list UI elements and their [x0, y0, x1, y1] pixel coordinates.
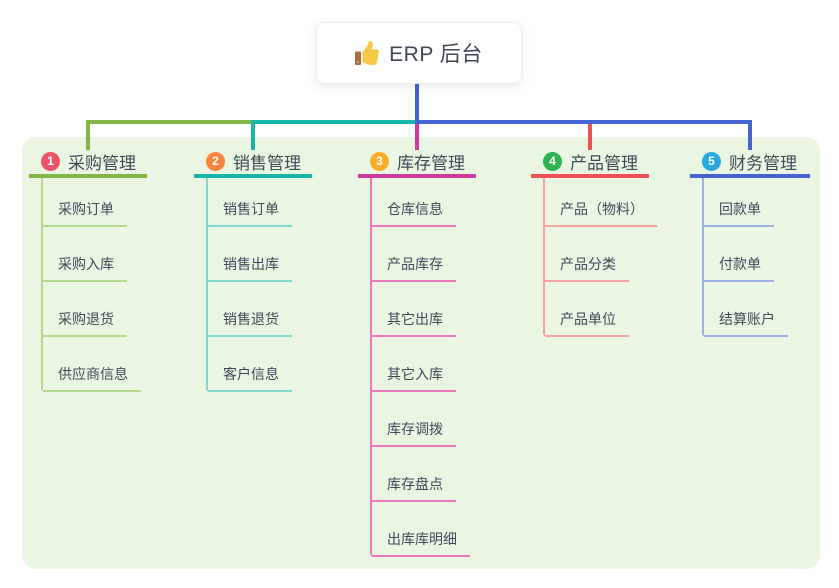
- item-label: 产品单位: [545, 309, 629, 337]
- branch-number-badge: 1: [41, 151, 60, 171]
- list-item[interactable]: 回款单: [704, 178, 810, 227]
- item-label: 其它出库: [372, 309, 456, 337]
- item-label: 其它入库: [372, 364, 456, 392]
- item-label: 库存盘点: [372, 474, 456, 502]
- bus-segment-right: [417, 120, 752, 124]
- list-item[interactable]: 销售退货: [208, 282, 312, 337]
- list-item[interactable]: 库存调拨: [372, 392, 476, 447]
- item-label: 采购退货: [43, 309, 127, 337]
- branch-销售管理: 2 销售管理 销售订单销售出库销售退货客户信息: [194, 148, 312, 392]
- branch-items: 销售订单销售出库销售退货客户信息: [206, 178, 312, 392]
- list-item[interactable]: 产品单位: [545, 282, 649, 337]
- bus-segment-left: [86, 120, 251, 124]
- list-item[interactable]: 采购退货: [43, 282, 147, 337]
- branch-header[interactable]: 2 销售管理: [194, 148, 312, 178]
- branch-label: 财务管理: [729, 153, 797, 173]
- branch-items: 产品（物料） 产品分类产品单位: [543, 178, 657, 337]
- branch-header[interactable]: 1 采购管理: [29, 148, 147, 178]
- branch-库存管理: 3 库存管理 仓库信息产品库存其它出库其它入库库存调拨库存盘点出库库明细: [358, 148, 476, 557]
- list-item[interactable]: 库存盘点: [372, 447, 476, 502]
- branch-header[interactable]: 3 库存管理: [358, 148, 476, 178]
- item-label: 销售退货: [208, 309, 292, 337]
- list-item[interactable]: 销售出库: [208, 227, 312, 282]
- root-node[interactable]: ERP 后台: [316, 22, 522, 84]
- list-item[interactable]: 出库库明细: [372, 502, 476, 557]
- root-stem-line: [415, 84, 419, 124]
- branch-items: 仓库信息产品库存其它出库其它入库库存调拨库存盘点出库库明细: [370, 178, 476, 557]
- branch-items: 采购订单采购入库采购退货供应商信息: [41, 178, 147, 392]
- branch-财务管理: 5 财务管理 回款单付款单结算账户: [690, 148, 810, 337]
- branch-label: 销售管理: [233, 153, 301, 173]
- list-item[interactable]: 产品库存: [372, 227, 476, 282]
- item-label: 结算账户: [704, 309, 788, 337]
- list-item[interactable]: 仓库信息: [372, 178, 476, 227]
- branches-panel: [22, 137, 820, 569]
- list-item[interactable]: 销售订单: [208, 178, 312, 227]
- branch-header[interactable]: 5 财务管理: [690, 148, 810, 178]
- list-item[interactable]: 产品（物料）: [545, 178, 657, 227]
- item-label: 销售订单: [208, 199, 292, 227]
- branch-number-badge: 4: [543, 151, 562, 171]
- item-label: 库存调拨: [372, 419, 456, 447]
- branch-采购管理: 1 采购管理 采购订单采购入库采购退货供应商信息: [29, 148, 147, 392]
- item-label: 采购订单: [43, 199, 127, 227]
- thumbs-up-icon: [355, 41, 380, 65]
- item-label: 采购入库: [43, 254, 127, 282]
- item-label: 产品（物料）: [545, 199, 657, 227]
- item-label: 销售出库: [208, 254, 292, 282]
- item-label: 回款单: [704, 199, 774, 227]
- root-title: ERP 后台: [389, 43, 483, 66]
- branch-number-badge: 2: [206, 151, 225, 171]
- item-label: 出库库明细: [372, 529, 470, 557]
- list-item[interactable]: 其它入库: [372, 337, 476, 392]
- branch-label: 采购管理: [68, 153, 136, 173]
- branch-number-badge: 5: [702, 151, 721, 171]
- branch-number-badge: 3: [370, 151, 389, 171]
- item-label: 产品库存: [372, 254, 456, 282]
- list-item[interactable]: 结算账户: [704, 282, 810, 337]
- branch-产品管理: 4 产品管理 产品（物料） 产品分类产品单位: [531, 148, 657, 337]
- list-item[interactable]: 产品分类: [545, 227, 649, 282]
- branch-label: 产品管理: [570, 153, 638, 173]
- bus-segment-mid: [251, 120, 417, 124]
- list-item[interactable]: 付款单: [704, 227, 810, 282]
- item-label: 仓库信息: [372, 199, 456, 227]
- branch-items: 回款单付款单结算账户: [702, 178, 810, 337]
- item-label: 付款单: [704, 254, 774, 282]
- item-label: 供应商信息: [43, 364, 141, 392]
- branch-header[interactable]: 4 产品管理: [531, 148, 649, 178]
- list-item[interactable]: 采购入库: [43, 227, 147, 282]
- list-item[interactable]: 其它出库: [372, 282, 476, 337]
- list-item[interactable]: 供应商信息: [43, 337, 147, 392]
- item-label: 产品分类: [545, 254, 629, 282]
- list-item[interactable]: 客户信息: [208, 337, 312, 392]
- list-item[interactable]: 采购订单: [43, 178, 147, 227]
- branch-label: 库存管理: [397, 153, 465, 173]
- item-label: 客户信息: [208, 364, 292, 392]
